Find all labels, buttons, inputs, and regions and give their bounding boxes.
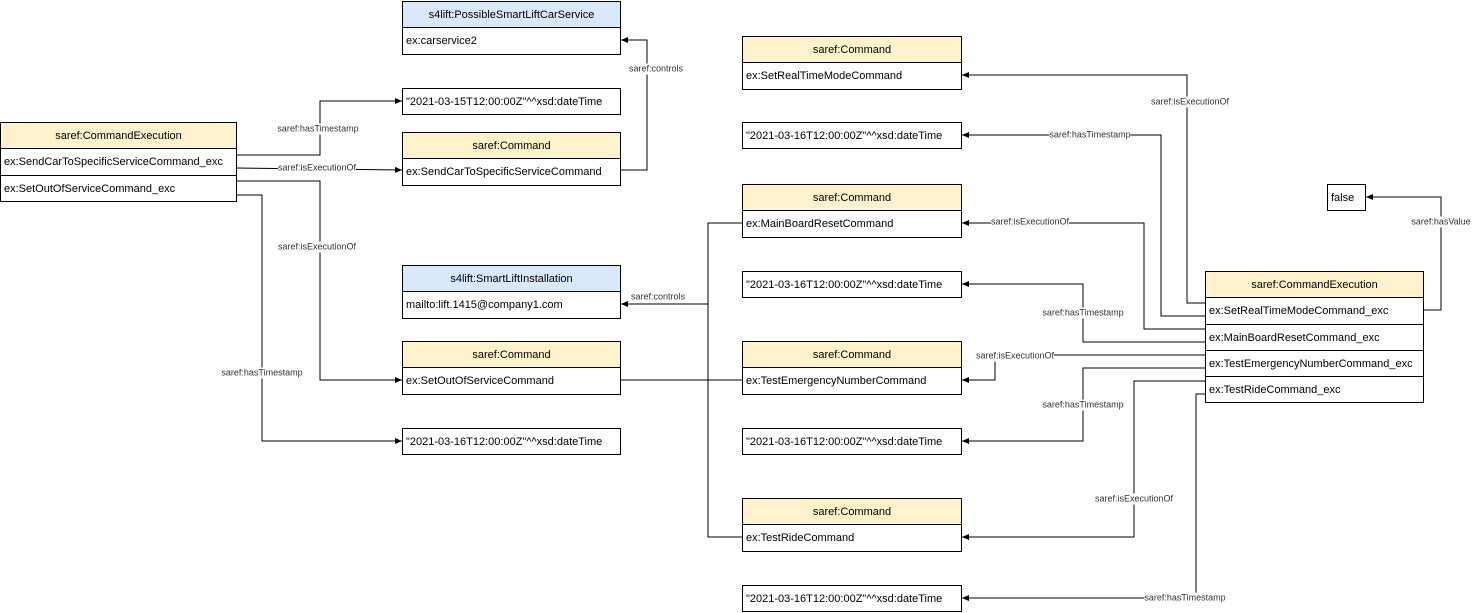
node-instance: ex:TestEmergencyNumberCommand [746, 375, 927, 387]
edge-line [707, 222, 742, 538]
edge-line [236, 194, 402, 444]
edge-label: saref:isExecutionOf [1094, 493, 1174, 505]
command-node[interactable]: saref:Command ex:TestRideCommand [742, 498, 962, 552]
node-instance: ex:MainBoardResetCommand_exc [1206, 324, 1423, 350]
timestamp-literal[interactable]: "2021-03-16T12:00:00Z"^^xsd:dateTime [742, 585, 962, 612]
node-instance: ex:SetRealTimeModeCommand [746, 70, 903, 82]
installation-node[interactable]: s4lift:SmartLiftInstallation mailto:lift… [402, 265, 621, 319]
command-node[interactable]: saref:Command ex:SendCarToSpecificServic… [402, 132, 621, 186]
node-instance: ex:MainBoardResetCommand [746, 218, 894, 230]
node-instance: ex:carservice2 [406, 35, 477, 47]
edge-label: saref:isExecutionOf [975, 350, 1055, 362]
command-node[interactable]: saref:Command ex:TestEmergencyNumberComm… [742, 341, 962, 395]
command-execution-node[interactable]: saref:CommandExecution ex:SendCarToSpeci… [0, 122, 237, 202]
node-class: saref:Command [743, 185, 961, 211]
edge-label: saref:isExecutionOf [990, 216, 1070, 228]
timestamp-literal[interactable]: "2021-03-15T12:00:00Z"^^xsd:dateTime [402, 88, 621, 115]
edge-line [962, 354, 1205, 383]
node-instance: ex:SetRealTimeModeCommand_exc [1209, 305, 1389, 317]
node-class: saref:Command [743, 342, 961, 368]
node-class: saref:CommandExecution [1, 123, 236, 149]
timestamp-literal[interactable]: "2021-03-16T12:00:00Z"^^xsd:dateTime [742, 122, 962, 149]
node-instance: ex:SendCarToSpecificServiceCommand_exc [4, 156, 223, 168]
command-node[interactable]: saref:Command ex:MainBoardResetCommand [742, 184, 962, 238]
edge-label: saref:hasTimestamp [1049, 129, 1131, 141]
timestamp-literal[interactable]: "2021-03-16T12:00:00Z"^^xsd:dateTime [742, 271, 962, 298]
node-class: saref:CommandExecution [1206, 272, 1423, 298]
timestamp-literal[interactable]: "2021-03-16T12:00:00Z"^^xsd:dateTime [742, 428, 962, 455]
edge-label: saref:hasTimestamp [277, 123, 359, 135]
edge-line [962, 393, 1205, 601]
edge-line [962, 72, 1205, 304]
edge-label: saref:isExecutionOf [277, 241, 357, 253]
edge-label: saref:hasTimestamp [1042, 307, 1124, 319]
edge-label: saref:hasTimestamp [221, 367, 303, 379]
edge-label: saref:hasTimestamp [1144, 592, 1226, 604]
node-class: saref:Command [743, 499, 961, 525]
edge-label: saref:controls [630, 291, 686, 303]
car-service-node[interactable]: s4lift:PossibleSmartLiftCarService ex:ca… [402, 1, 621, 55]
node-class: saref:Command [403, 342, 620, 368]
edge-label: saref:controls [628, 63, 684, 75]
node-instance: ex:TestRideCommand_exc [1206, 376, 1423, 402]
node-instance: ex:TestEmergencyNumberCommand_exc [1206, 350, 1423, 376]
edge-line [962, 380, 1205, 540]
node-class: s4lift:PossibleSmartLiftCarService [403, 2, 620, 28]
node-class: saref:Command [743, 37, 961, 63]
edge-line [236, 180, 402, 383]
node-instance: mailto:lift.1415@company1.com [406, 299, 563, 311]
node-instance: ex:SendCarToSpecificServiceCommand [406, 166, 602, 178]
node-class: s4lift:SmartLiftInstallation [403, 266, 620, 292]
edge-label: saref:isExecutionOf [277, 162, 357, 174]
timestamp-literal[interactable]: "2021-03-16T12:00:00Z"^^xsd:dateTime [402, 428, 621, 455]
boolean-literal[interactable]: false [1327, 184, 1366, 211]
edge-line [1366, 194, 1442, 311]
edge-label: saref:hasValue [1411, 216, 1471, 228]
node-instance: ex:TestRideCommand [746, 532, 855, 544]
command-execution-node[interactable]: saref:CommandExecution ex:SetRealTimeMod… [1205, 271, 1424, 403]
node-instance: ex:SetOutOfServiceCommand_exc [1, 175, 236, 201]
command-node[interactable]: saref:Command ex:SetRealTimeModeCommand [742, 36, 962, 90]
edge-label: saref:hasTimestamp [1042, 399, 1124, 411]
command-node[interactable]: saref:Command ex:SetOutOfServiceCommand [402, 341, 621, 395]
node-instance: ex:SetOutOfServiceCommand [406, 375, 554, 387]
node-class: saref:Command [403, 133, 620, 159]
edge-label: saref:isExecutionOf [1150, 96, 1230, 108]
edge-line [620, 37, 648, 171]
